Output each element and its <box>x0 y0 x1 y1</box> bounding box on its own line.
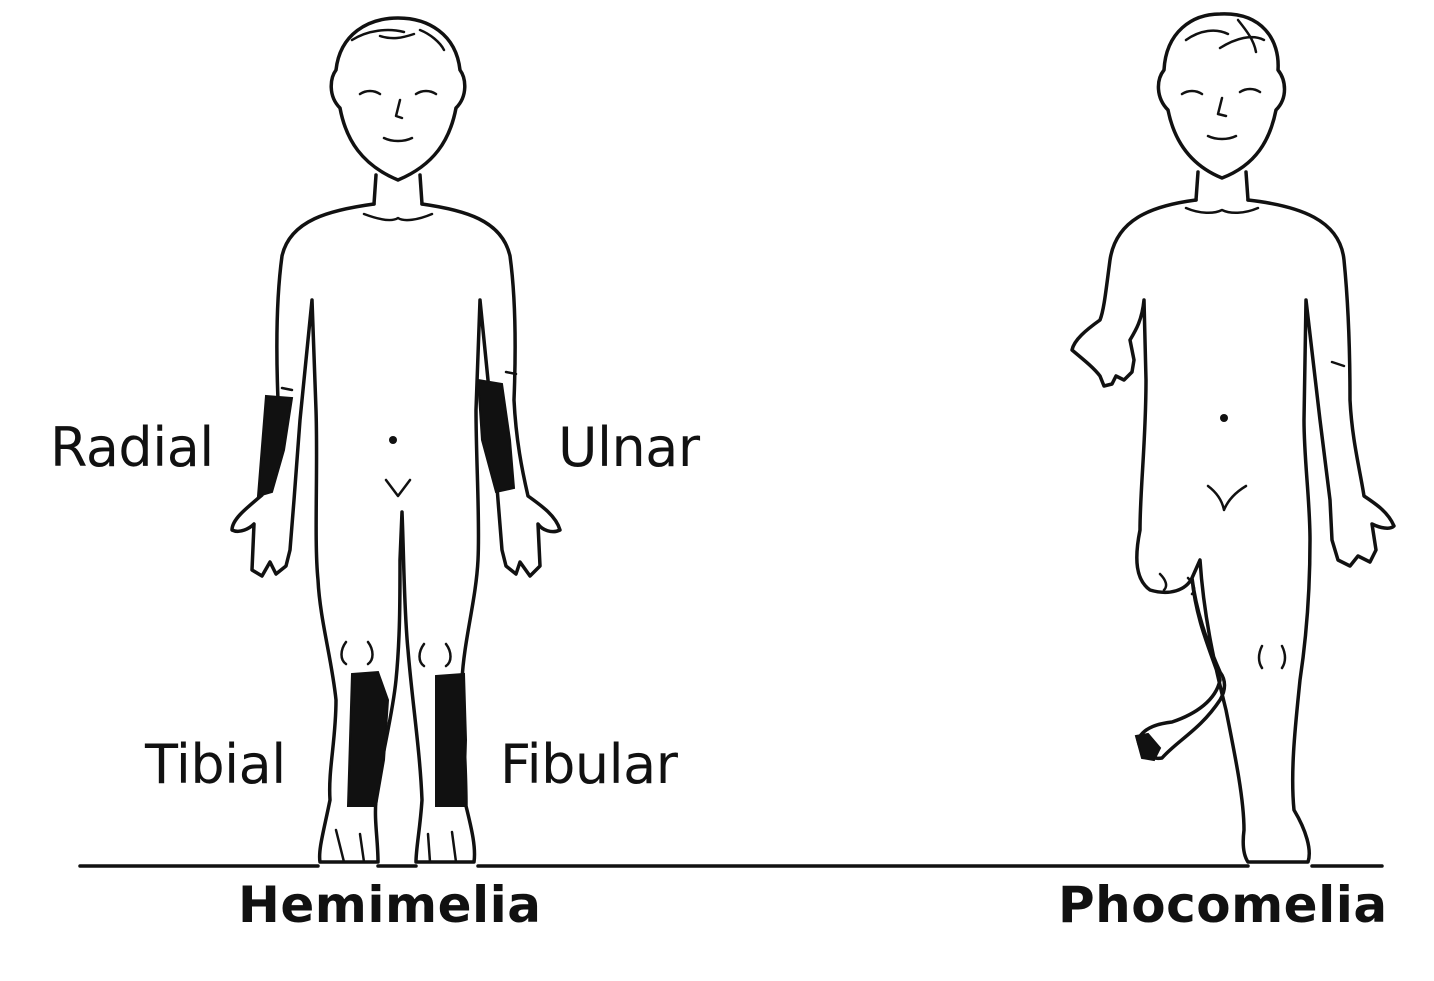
hemimelia-navel <box>389 436 397 444</box>
phocomelia-nose <box>1218 98 1226 116</box>
phocomelia-groin <box>1208 486 1246 510</box>
phocomelia-collar <box>1186 208 1258 213</box>
tibial-deficiency-shading <box>348 672 388 806</box>
phocomelia-caption: Phocomelia <box>1058 880 1388 930</box>
hemimelia-eyes <box>360 91 436 94</box>
phocomelia-eyes <box>1182 89 1260 94</box>
hemimelia-head <box>331 18 465 180</box>
hemimelia-caption: Hemimelia <box>238 880 542 930</box>
phocomelia-body <box>1072 200 1394 862</box>
tibial-label: Tibial <box>145 738 286 792</box>
ulnar-label: Ulnar <box>558 421 700 475</box>
hemimelia-feet <box>336 830 456 862</box>
phocomelia-figure <box>1072 14 1394 862</box>
phocomelia-navel <box>1220 414 1228 422</box>
fibular-deficiency-shading <box>436 674 466 806</box>
phocomelia-elbow-mark <box>1332 362 1344 366</box>
phocomelia-foot-toes <box>1136 734 1160 760</box>
hemimelia-hair <box>352 30 444 50</box>
fibular-label: Fibular <box>500 738 677 792</box>
hemimelia-nose <box>396 100 402 118</box>
hemimelia-collar <box>364 214 432 220</box>
ulnar-deficiency-shading <box>478 380 514 492</box>
hemimelia-mouth <box>384 138 412 141</box>
radial-deficiency-shading <box>258 396 292 496</box>
phocomelia-hair <box>1186 20 1264 52</box>
hemimelia-groin <box>386 480 410 496</box>
phocomelia-head <box>1158 14 1284 178</box>
phocomelia-mouth <box>1208 136 1236 139</box>
radial-label: Radial <box>50 421 214 475</box>
